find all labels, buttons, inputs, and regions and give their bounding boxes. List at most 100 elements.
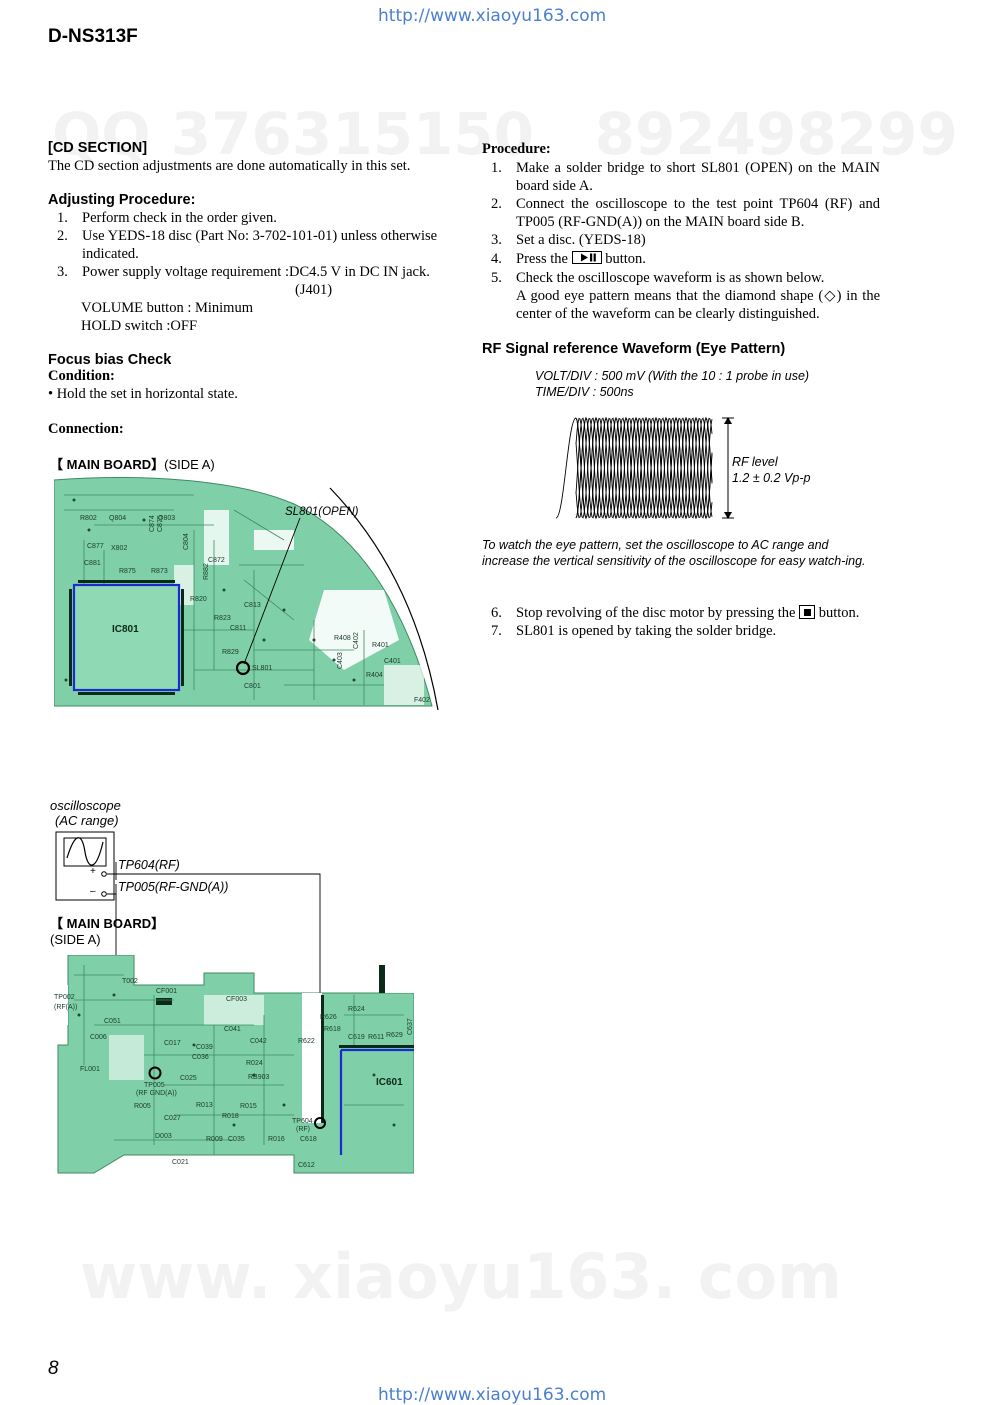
procedure-step: 1.Make a solder bridge to short SL801 (O… xyxy=(491,160,880,194)
svg-text:R024: R024 xyxy=(246,1060,263,1067)
svg-text:C875: C875 xyxy=(157,515,164,532)
tp604-test-point xyxy=(314,1117,326,1129)
procedure-step: 4. Press the button. xyxy=(491,251,646,267)
procedure-step: 5. Check the oscilloscope waveform is as… xyxy=(491,270,881,322)
rf-level-label: RF level xyxy=(732,455,778,469)
watermark-qq: QQ 376315150 892498299 xyxy=(52,100,958,168)
svg-text:C039: C039 xyxy=(196,1044,213,1051)
svg-text:R823: R823 xyxy=(214,615,231,622)
svg-text:C017: C017 xyxy=(164,1040,181,1047)
svg-text:C637: C637 xyxy=(407,1018,414,1035)
svg-text:R820: R820 xyxy=(190,596,207,603)
rf-level-value: 1.2 ± 0.2 Vp-p xyxy=(732,471,811,485)
page-number: 8 xyxy=(48,1358,59,1379)
svg-text:C804: C804 xyxy=(183,533,190,550)
tp005-test-point xyxy=(148,1066,162,1080)
ic601-label: IC601 xyxy=(376,1077,403,1088)
svg-text:(RF): (RF) xyxy=(296,1126,310,1133)
connection-title: Connection: xyxy=(48,421,124,437)
svg-text:C025: C025 xyxy=(180,1075,197,1082)
svg-text:C618: C618 xyxy=(300,1136,317,1143)
procedure-step: 7.SL801 is opened by taking the solder b… xyxy=(491,623,777,639)
svg-text:R016: R016 xyxy=(268,1136,285,1143)
procedure-step: 3.Set a disc. (YEDS-18) xyxy=(491,232,646,248)
svg-text:R629: R629 xyxy=(386,1032,403,1039)
time-div-label: TIME/DIV : 500ns xyxy=(535,385,634,399)
procedure-steps: 1.Make a solder bridge to short SL801 (O… xyxy=(482,159,880,323)
svg-text:C027: C027 xyxy=(164,1115,181,1122)
svg-text:R624: R624 xyxy=(348,1006,365,1013)
svg-text:C881: C881 xyxy=(84,560,101,567)
ac-range-label: (AC range) xyxy=(55,813,119,828)
minus-sign: – xyxy=(90,886,96,897)
svg-text:RB903: RB903 xyxy=(248,1074,270,1081)
svg-text:C811: C811 xyxy=(230,625,246,632)
adjusting-steps: 1.Perform check in the order given. 2.Us… xyxy=(48,209,448,281)
play-pause-key-icon xyxy=(571,251,602,264)
procedure-title: Procedure: xyxy=(482,141,551,157)
adjusting-step: 1.Perform check in the order given. xyxy=(57,210,277,226)
eye-pattern-note: To watch the eye pattern, set the oscill… xyxy=(482,538,866,568)
diamond-icon: ◇ xyxy=(823,288,837,304)
right-column: Procedure: 1.Make a solder bridge to sho… xyxy=(482,140,880,323)
plus-sign: + xyxy=(90,866,96,877)
svg-text:(RF(A)): (RF(A)) xyxy=(54,1004,77,1011)
sl801-pcb-label: SL801 xyxy=(252,665,272,672)
svg-text:CF003: CF003 xyxy=(226,996,247,1003)
svg-text:C801: C801 xyxy=(244,683,261,690)
svg-text:R882: R882 xyxy=(203,563,210,580)
final-steps: 6. Stop revolving of the disc motor by p… xyxy=(482,604,882,640)
svg-text:R626: R626 xyxy=(320,1014,337,1021)
svg-text:C006: C006 xyxy=(90,1034,107,1041)
volt-div-label: VOLT/DIV : 500 mV (With the 10 : 1 probe… xyxy=(535,369,810,383)
svg-text:C021: C021 xyxy=(172,1159,189,1166)
svg-text:TP002: TP002 xyxy=(54,994,75,1001)
focus-title: Focus bias Check xyxy=(48,352,172,368)
sl801-open-label: SL801(OPEN) xyxy=(285,506,359,518)
adjusting-step: 2.Use YEDS-18 disc (Part No: 3-702-101-0… xyxy=(57,228,438,262)
procedure-step: 2.Connect the oscilloscope to the test p… xyxy=(491,196,880,230)
svg-text:R875: R875 xyxy=(119,568,136,575)
tp604-label: TP604(RF) xyxy=(118,858,180,872)
svg-text:C612: C612 xyxy=(298,1162,315,1169)
svg-text:C035: C035 xyxy=(228,1136,245,1143)
condition-title: Condition: xyxy=(48,368,115,384)
svg-text:X802: X802 xyxy=(111,545,127,552)
intro-text: The CD section adjustments are done auto… xyxy=(48,158,411,174)
section-title: [CD SECTION] xyxy=(48,140,148,156)
svg-text:R611: R611 xyxy=(368,1034,384,1041)
svg-text:R018: R018 xyxy=(222,1113,239,1120)
adjusting-step: 3.Power supply voltage requirement :DC4.… xyxy=(57,264,430,280)
svg-text:Q804: Q804 xyxy=(109,515,126,522)
svg-text:R873: R873 xyxy=(151,568,168,575)
eye-pattern-waveform xyxy=(555,416,734,520)
jack-reference: (J401) xyxy=(295,282,333,298)
bottom-url-link[interactable]: http://www.xiaoyu163.com xyxy=(378,1385,607,1405)
svg-text:R013: R013 xyxy=(196,1102,213,1109)
oscilloscope-label: oscilloscope xyxy=(50,798,121,813)
volume-line: VOLUME button : Minimum xyxy=(81,300,253,316)
svg-text:R802: R802 xyxy=(80,515,97,522)
top-url-link[interactable]: http://www.xiaoyu163.com xyxy=(378,6,607,26)
rf-signal-title: RF Signal reference Waveform (Eye Patter… xyxy=(482,341,786,357)
svg-text:C042: C042 xyxy=(250,1038,267,1045)
svg-text:C872: C872 xyxy=(208,557,225,564)
svg-text:TP604: TP604 xyxy=(292,1118,313,1125)
svg-text:R015: R015 xyxy=(240,1103,257,1110)
model-title: D-NS313F xyxy=(48,26,138,47)
svg-text:C874: C874 xyxy=(149,515,156,532)
pcb-board-b: IC601 TP002 (RF(A)) T002 C051 C006 FL001… xyxy=(54,955,414,1174)
svg-text:C619: C619 xyxy=(348,1034,365,1041)
svg-text:C036: C036 xyxy=(192,1054,209,1061)
left-column: [CD SECTION] The CD section adjustments … xyxy=(48,140,448,438)
svg-text:R009: R009 xyxy=(206,1136,223,1143)
svg-text:R005: R005 xyxy=(134,1103,151,1110)
adjusting-title: Adjusting Procedure: xyxy=(48,192,196,208)
ic801-label: IC801 xyxy=(112,624,139,635)
tp005-label: TP005(RF-GND(A)) xyxy=(118,880,229,894)
watermark-site: www. xiaoyu163. com xyxy=(80,1240,842,1313)
svg-text:R829: R829 xyxy=(222,649,239,656)
svg-text:Q803: Q803 xyxy=(158,515,175,522)
svg-text:FL001: FL001 xyxy=(80,1066,100,1073)
board-a-label: 【 MAIN BOARD】(SIDE A) xyxy=(50,457,215,472)
